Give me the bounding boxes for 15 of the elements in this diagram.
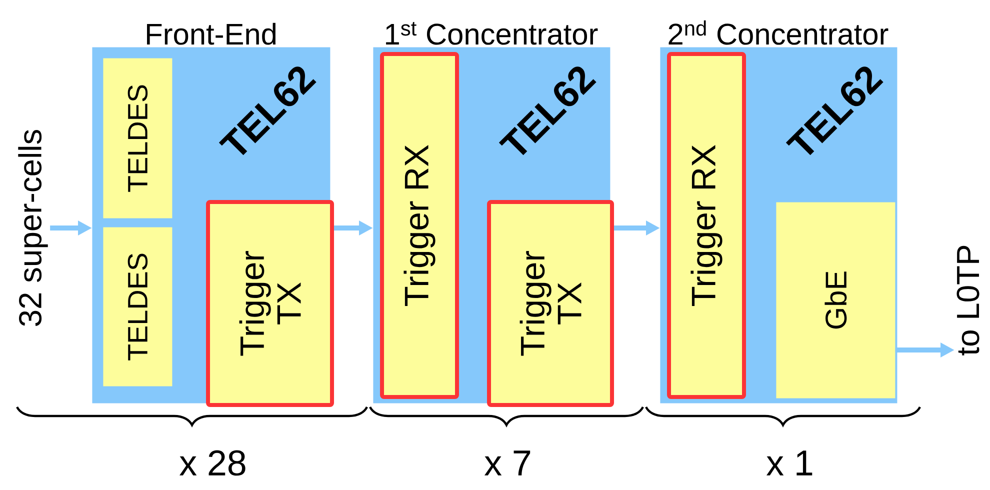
node-label: 2$^{nd}$ Concentrator bbox=[668, 20, 888, 45]
node-label: 1$^{st}$ Concentrator bbox=[386, 22, 598, 45]
multiplicity-label: x 28 bbox=[180, 450, 246, 476]
module-box: GbE bbox=[776, 202, 896, 398]
module-box: Trigger TX bbox=[206, 200, 334, 407]
io-label: 32 super-cells bbox=[18, 130, 48, 326]
module-box: TELDES bbox=[103, 58, 172, 218]
module-box: Trigger RX bbox=[667, 52, 746, 399]
multiplicity-label: x 1 bbox=[766, 450, 812, 476]
io-label: to L0TP bbox=[956, 246, 980, 356]
node-label: Front-End bbox=[147, 22, 276, 45]
module-box: TELDES bbox=[103, 227, 172, 386]
module-box: Trigger RX bbox=[380, 52, 459, 399]
module-box: Trigger TX bbox=[487, 200, 614, 407]
multiplicity-label: x 7 bbox=[484, 450, 530, 476]
